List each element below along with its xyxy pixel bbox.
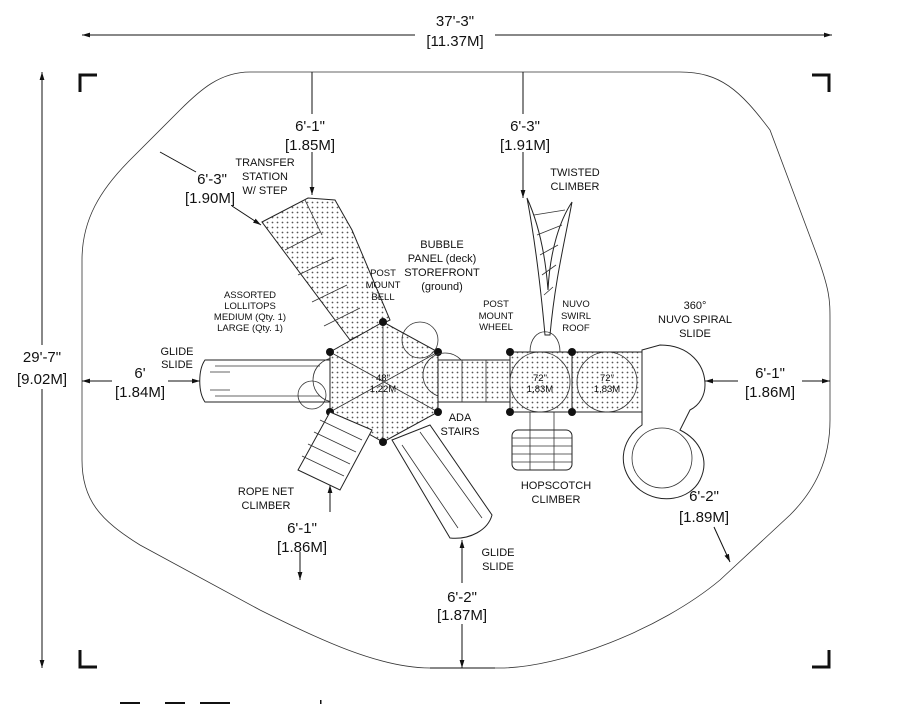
overall-depth-dimension: 29'-7" [9.02M] [10,72,76,668]
label-post-mount-bell: POST [370,268,396,279]
label-transfer-station: TRANSFER [235,157,294,169]
label-post-mount-bell: MOUNT [366,280,401,291]
label-nuvo-swirl-roof: ROOF [562,323,590,334]
clearance-value: 6' [134,365,145,382]
clearance-value: 6'-3" [510,118,540,135]
clearance-value: [1.86M] [277,539,327,556]
hopscotch-climber [511,412,573,471]
clearance-left: 6' [1.84M] [82,365,200,401]
clearance-value: [1.90M] [185,190,235,207]
clearance-value: [1.89M] [679,509,729,526]
clearance-lower-left: 6'-1" [1.86M] [277,485,333,580]
label-transfer-station: W/ STEP [242,185,287,197]
overall-width-dimension: 37'-3" [11.37M] [82,10,832,52]
clearance-value: [1.86M] [745,384,795,401]
deck-height: 72" [533,373,547,384]
clearance-right: 6'-1" [1.86M] [705,365,830,401]
clearance-value: [1.91M] [500,137,550,154]
clearance-value: 6'-2" [689,488,719,505]
clearance-top-right: 6'-3" [1.91M] [490,72,560,198]
label-twisted-climber: CLIMBER [551,181,600,193]
width-metric: [11.37M] [426,33,483,50]
width-imperial: 37'-3" [436,13,474,30]
label-hopscotch-climber: HOPSCOTCH [521,480,591,492]
clearance-value: 6'-1" [287,520,317,537]
depth-metric: [9.02M] [17,371,67,388]
label-post-mount-wheel: POST [483,299,509,310]
clearance-value: 6'-1" [755,365,785,382]
label-nuvo-swirl-roof: NUVO [562,299,589,310]
label-bubble-panel: STOREFRONT [404,267,480,279]
label-rope-net-climber: CLIMBER [242,500,291,512]
corner-brackets [78,73,831,669]
deck-height: 72" [600,373,614,384]
label-ada-stairs: ADA [449,412,472,424]
deck-height-labels: 48" 1,22M 72" 1,83M 72" 1,83M [370,373,620,395]
deck-height: 1,83M [594,384,620,395]
label-glide-slide: GLIDE [160,346,193,358]
ada-stairs [437,359,511,403]
depth-imperial: 29'-7" [23,349,61,366]
label-glide-slide: SLIDE [161,359,193,371]
deck-height: 1,83M [527,384,553,395]
label-post-mount-wheel: MOUNT [479,311,514,322]
label-twisted-climber: TWISTED [550,167,600,179]
label-lollitops: LARGE (Qty. 1) [217,323,283,334]
label-transfer-station: STATION [242,171,288,183]
clearance-value: [1.85M] [285,137,335,154]
deck-height: 48" [376,373,390,384]
label-lollitops: ASSORTED [224,290,276,301]
label-bubble-panel: (ground) [421,281,463,293]
glide-slide-bottom [391,424,493,539]
clearance-bottom: 6'-2" [1.87M] [430,540,495,669]
clearance-value: [1.84M] [115,384,165,401]
label-glide-slide: GLIDE [481,547,514,559]
label-post-mount-wheel: WHEEL [479,322,513,333]
label-bubble-panel: BUBBLE [420,239,463,251]
label-spiral-slide: SLIDE [679,328,711,340]
clearance-value: 6'-1" [295,118,325,135]
clearance-top-left: 6'-1" [1.85M] [275,72,347,195]
cropped-title-block [120,700,322,704]
label-hopscotch-climber: CLIMBER [532,494,581,506]
clearance-lower-right: 6'-2" [1.89M] [679,447,731,563]
label-glide-slide: SLIDE [482,561,514,573]
rope-net-climber [297,411,373,491]
deck-72-b [571,351,643,413]
deck-height: 1,22M [370,384,396,395]
label-spiral-slide: NUVO SPIRAL [658,314,732,326]
clearance-upper-left-diag: 6'-3" [1.90M] [159,151,262,226]
label-ada-stairs: STAIRS [441,426,480,438]
twisted-climber [526,197,573,336]
label-spiral-slide: 360° [684,300,707,312]
clearance-value: 6'-3" [197,171,227,188]
clearance-value: 6'-2" [447,589,477,606]
clearance-value: [1.87M] [437,607,487,624]
label-post-mount-bell: BELL [371,292,394,303]
label-lollitops: LOLLITOPS [224,301,276,312]
label-nuvo-swirl-roof: SWIRL [561,311,591,322]
transfer-station [261,197,391,341]
label-lollitops: MEDIUM (Qty. 1) [214,312,286,323]
glide-slide-left [199,359,331,403]
spiral-slide [622,344,706,500]
equipment [199,197,706,539]
label-bubble-panel: PANEL (deck) [408,253,476,265]
component-labels: TRANSFER STATION W/ STEP TWISTED CLIMBER… [160,157,731,573]
label-rope-net-climber: ROPE NET [238,486,295,498]
use-zone-outline [81,71,831,669]
